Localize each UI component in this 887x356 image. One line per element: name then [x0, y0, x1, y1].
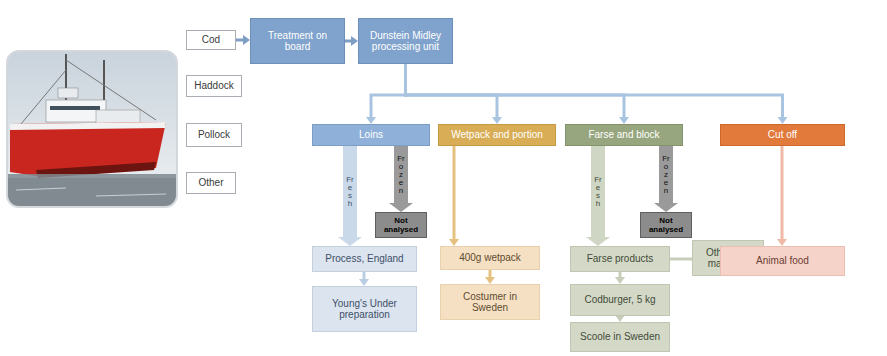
arrowhead — [366, 117, 376, 124]
arrowhead — [619, 117, 629, 124]
category-box: Cut off — [720, 124, 845, 146]
connector — [236, 35, 250, 45]
node-text: 400g wetpack — [459, 252, 521, 264]
species-box: Other — [186, 172, 236, 194]
product-box: Animal food — [720, 246, 845, 276]
arrowhead — [389, 203, 413, 212]
node-text: Farse and block — [588, 129, 659, 141]
edge-label: Fresh — [346, 176, 354, 208]
product-box: 400g wetpack — [440, 246, 540, 270]
arrowhead — [359, 279, 369, 286]
connector-line — [406, 64, 783, 118]
process-box: Treatment on board — [250, 18, 345, 64]
product-box: Scoole in Sweden — [570, 322, 670, 352]
node-text: Not analysed — [645, 216, 687, 234]
ship-photo — [6, 50, 178, 208]
connector-line — [453, 146, 456, 240]
connector-line — [406, 64, 498, 118]
node-text: Treatment on board — [255, 30, 340, 53]
connector-line — [371, 64, 406, 118]
status-box: Not analysed — [640, 212, 692, 238]
node-text: Costumer in Sweden — [445, 291, 535, 314]
block-arrow — [389, 146, 413, 212]
process-box: Dunstein Midley processing unit — [358, 18, 453, 64]
node-text: Cod — [202, 34, 220, 46]
connector-line — [659, 146, 673, 204]
arrowhead — [485, 277, 495, 284]
product-box: Codburger, 5 kg — [570, 284, 670, 316]
node-text: Loins — [359, 129, 383, 141]
node-text: Process, England — [325, 253, 403, 265]
node-text: Farse products — [587, 253, 654, 265]
connector — [670, 259, 692, 260]
arrowhead — [351, 36, 358, 46]
product-box: Process, England — [312, 246, 417, 272]
product-box: Costumer in Sweden — [440, 284, 540, 320]
block-arrow — [654, 146, 678, 212]
node-text: Wetpack and portion — [451, 129, 543, 141]
node-text: Dunstein Midley processing unit — [363, 30, 448, 53]
block-arrow — [338, 146, 362, 246]
connector-line — [489, 270, 492, 278]
connector-line — [343, 146, 357, 238]
category-box: Wetpack and portion — [438, 124, 556, 146]
node-text: Codburger, 5 kg — [584, 294, 655, 306]
connector-line — [781, 146, 784, 240]
connector — [615, 315, 625, 322]
species-box: Pollock — [186, 123, 242, 147]
arrowhead — [586, 237, 610, 246]
species-box: Haddock — [186, 75, 242, 97]
connector — [777, 146, 787, 246]
node-text: Other — [198, 177, 223, 189]
connector-line — [236, 39, 244, 42]
node-text: Scoole in Sweden — [580, 331, 660, 343]
category-box: Loins — [312, 124, 430, 146]
product-box: Young's Under preparation — [312, 286, 417, 332]
product-box: Farse products — [570, 246, 670, 272]
node-text: Cut off — [768, 129, 797, 141]
arrowhead — [243, 35, 250, 45]
connector-line — [591, 146, 605, 238]
connector — [485, 270, 495, 284]
edge-label: Fresh — [594, 176, 602, 208]
category-box: Farse and block — [565, 124, 683, 146]
node-text: Pollock — [198, 129, 230, 141]
arrowhead — [492, 117, 502, 124]
connector-line — [345, 40, 352, 43]
connector-line — [670, 258, 692, 261]
species-box: Cod — [186, 30, 236, 50]
connector — [366, 64, 406, 124]
node-text: Haddock — [194, 80, 233, 92]
connector-line — [363, 272, 366, 280]
connector — [406, 64, 788, 124]
arrowhead — [777, 239, 787, 246]
connector — [345, 36, 358, 46]
arrowhead — [778, 117, 788, 124]
arrowhead — [654, 203, 678, 212]
edge-label: Frozen — [397, 155, 405, 195]
node-text: Animal food — [756, 255, 809, 267]
connector-line — [406, 64, 625, 118]
arrowhead — [615, 277, 625, 284]
connector — [449, 146, 459, 246]
node-text: Not analysed — [380, 216, 422, 234]
arrowhead — [615, 315, 625, 322]
connector — [359, 272, 369, 286]
edge-label: Frozen — [662, 155, 670, 195]
status-box: Not analysed — [375, 212, 427, 238]
arrowhead — [338, 237, 362, 246]
arrowhead — [449, 239, 459, 246]
block-arrow — [586, 146, 610, 246]
connector — [615, 272, 625, 284]
connector-line — [394, 146, 408, 204]
node-text: Young's Under preparation — [317, 298, 412, 321]
